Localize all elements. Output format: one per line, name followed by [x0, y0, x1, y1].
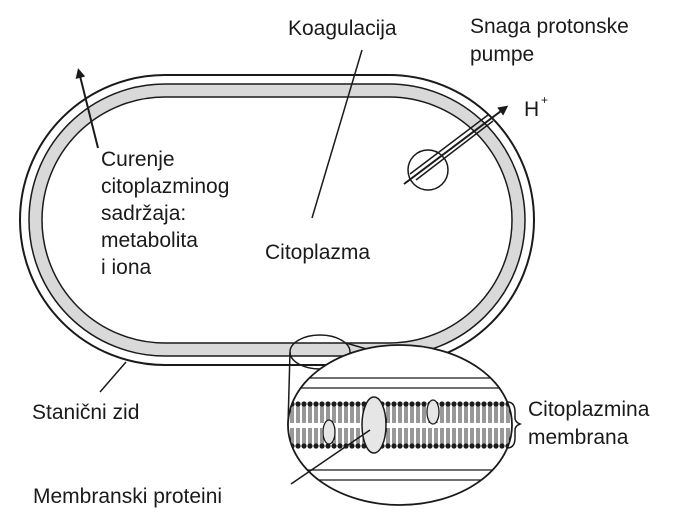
cell-wall-pointer — [100, 362, 126, 392]
lipid-head — [421, 443, 426, 448]
cell-wall-label: Stanični zid — [32, 400, 139, 425]
lipid-head — [469, 401, 474, 406]
lipid-head — [457, 401, 462, 406]
proton-pump-label-line2: pumpe — [470, 42, 534, 67]
coagulation-label: Koagulacija — [288, 16, 397, 41]
leakage-label-line4: metabolita — [101, 228, 198, 253]
membrane-detail-ellipse — [288, 345, 512, 505]
lipid-head — [409, 401, 414, 406]
membrane-protein-large — [362, 397, 386, 453]
lipid-head — [385, 401, 390, 406]
membrane-label-line1: Citoplazmina — [528, 397, 649, 422]
lipid-head — [295, 443, 300, 448]
lipid-head — [301, 401, 306, 406]
membrane-label-line2: membrana — [528, 425, 628, 450]
lipid-head — [487, 443, 492, 448]
lipid-head — [439, 443, 444, 448]
lipid-head — [337, 401, 342, 406]
lipid-head — [313, 401, 318, 406]
lipid-head — [445, 401, 450, 406]
lipid-head — [397, 443, 402, 448]
lipid-head — [403, 401, 408, 406]
leakage-label-line3: sadržaja: — [101, 201, 186, 226]
lipid-head — [457, 443, 462, 448]
lipid-head — [355, 401, 360, 406]
lipid-head — [355, 443, 360, 448]
lipid-head — [307, 401, 312, 406]
lipid-head — [403, 443, 408, 448]
lipid-head — [391, 443, 396, 448]
proton-pump-label-line1: Snaga protonske — [470, 14, 629, 39]
leakage-label-line2: citoplazminog — [101, 174, 229, 199]
lipid-head — [475, 443, 480, 448]
lipid-head — [337, 443, 342, 448]
lipid-head — [325, 401, 330, 406]
lipid-head — [331, 443, 336, 448]
cytoplasm-label: Citoplazma — [265, 240, 370, 265]
lipid-head — [385, 443, 390, 448]
lipid-head — [421, 401, 426, 406]
lipid-head — [319, 443, 324, 448]
lipid-head — [307, 443, 312, 448]
lipid-head — [493, 401, 498, 406]
proton-charge: + — [541, 93, 548, 107]
proton-label: H — [524, 97, 539, 122]
lipid-head — [463, 443, 468, 448]
lipid-head — [391, 401, 396, 406]
lipid-head — [427, 443, 432, 448]
lipid-head — [493, 443, 498, 448]
lipid-head — [481, 443, 486, 448]
lipid-head — [331, 401, 336, 406]
lipid-head — [409, 443, 414, 448]
lipid-head — [415, 401, 420, 406]
lipid-head — [433, 443, 438, 448]
lipid-head — [451, 443, 456, 448]
membrane-protein-right — [427, 400, 439, 424]
lipid-head — [397, 401, 402, 406]
lipid-head — [343, 401, 348, 406]
lipid-head — [295, 401, 300, 406]
lipid-head — [349, 401, 354, 406]
leakage-label-line1: Curenje — [101, 147, 175, 172]
lipid-head — [451, 401, 456, 406]
lipid-head — [469, 443, 474, 448]
membrane-protein-left — [323, 420, 335, 444]
lipid-head — [439, 401, 444, 406]
lipid-head — [415, 443, 420, 448]
lipid-head — [319, 401, 324, 406]
leakage-label-line5: i iona — [101, 255, 151, 280]
lipid-head — [499, 401, 504, 406]
lipid-head — [487, 401, 492, 406]
lipid-head — [463, 401, 468, 406]
lipid-head — [481, 401, 486, 406]
lipid-head — [445, 443, 450, 448]
lipid-head — [301, 443, 306, 448]
membrane-proteins-label: Membranski proteini — [33, 484, 222, 509]
lipid-head — [313, 443, 318, 448]
lipid-head — [499, 443, 504, 448]
lipid-head — [475, 401, 480, 406]
